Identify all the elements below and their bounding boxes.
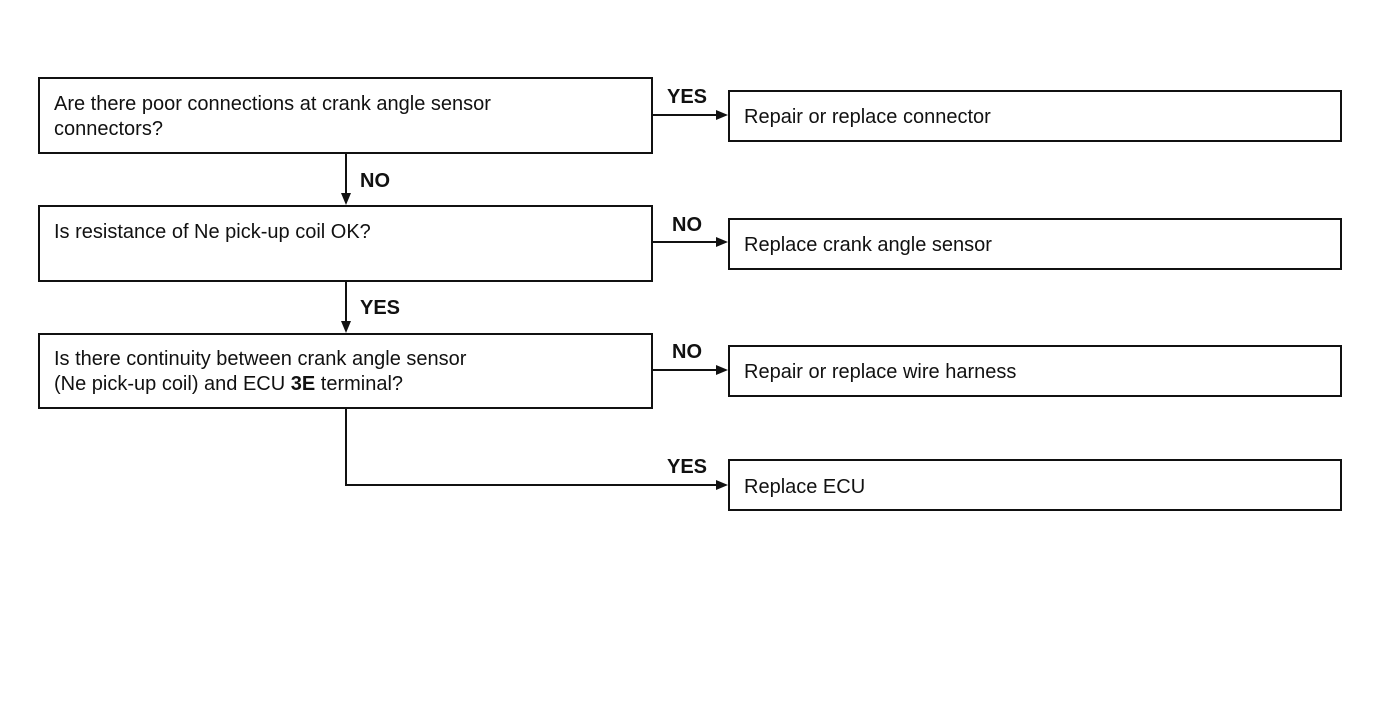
branch-label-q1-yes: YES xyxy=(667,86,708,108)
question-3-line-1: Is there continuity between crank angle … xyxy=(54,348,467,370)
arrowhead-q1-no xyxy=(341,193,351,205)
question-1-line-1: Are there poor connections at crank angl… xyxy=(54,93,491,115)
question-box-3 xyxy=(38,333,653,409)
branch-label-q2-no: NO xyxy=(672,214,702,236)
arrowhead-q1-yes xyxy=(716,110,728,120)
arrowhead-q3-yes xyxy=(716,480,728,490)
question-3-line-2-before: (Ne pick-up coil) and ECU xyxy=(54,373,291,395)
action-box-2 xyxy=(728,218,1342,270)
arrowhead-q2-yes xyxy=(341,321,351,333)
action-2-text: Replace crank angle sensor xyxy=(744,234,992,256)
question-box-2 xyxy=(38,205,653,282)
question-2-line-1: Is resistance of Ne pick-up coil OK? xyxy=(54,221,371,243)
action-box-3 xyxy=(728,345,1342,397)
action-box-1 xyxy=(728,90,1342,142)
action-4-text: Replace ECU xyxy=(744,476,866,498)
branch-label-q1-no: NO xyxy=(360,170,390,192)
question-box-1 xyxy=(38,77,653,154)
branch-label-q2-yes: YES xyxy=(360,297,401,319)
action-box-4 xyxy=(728,459,1342,511)
arrowhead-q2-no xyxy=(716,237,728,247)
question-3-line-2-after: terminal? xyxy=(315,373,404,395)
question-1-line-2: connectors? xyxy=(54,118,163,140)
ecu-terminal-code: 3E xyxy=(290,373,316,395)
action-1-text: Repair or replace connector xyxy=(744,106,991,128)
branch-label-q3-no: NO xyxy=(672,341,702,363)
question-3-line-2: (Ne pick-up coil) and ECU 3E terminal? xyxy=(54,372,403,397)
connector-q3-yes xyxy=(345,408,718,486)
action-3-text: Repair or replace wire harness xyxy=(744,361,1017,383)
arrowhead-q3-no xyxy=(716,365,728,375)
branch-label-q3-yes: YES xyxy=(667,456,708,478)
